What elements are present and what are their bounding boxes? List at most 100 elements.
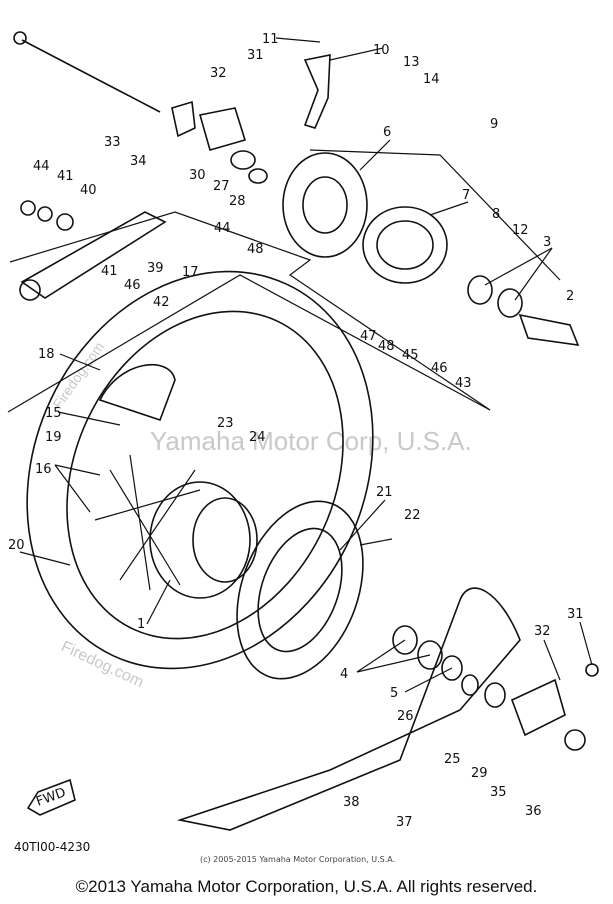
watermark-main: Yamaha Motor Corp, U.S.A.	[150, 426, 472, 456]
inner-tube	[98, 364, 176, 422]
watermark-site-bottom: Firedog.com	[58, 638, 146, 691]
torque-rod-end	[19, 279, 41, 301]
callout-17: 17	[182, 265, 199, 280]
callout-25: 25	[444, 752, 461, 767]
callout-14: 14	[423, 72, 440, 87]
callout-40: 40	[80, 183, 97, 198]
callout-26: 26	[397, 709, 414, 724]
boundary-line-upper	[9, 211, 491, 411]
washer-41-left	[37, 206, 53, 222]
nut-44-left	[20, 200, 36, 216]
callout-10: 10	[373, 43, 390, 58]
watermark-site: Firedog.com	[49, 339, 107, 412]
torque-rod	[20, 211, 167, 299]
callout-46: 46	[124, 278, 141, 293]
callout-45: 45	[402, 348, 419, 363]
fwd-label: FWD	[34, 785, 68, 809]
callout-6: 6	[383, 125, 391, 140]
callout-15: 15	[45, 406, 62, 421]
callout-3: 3	[543, 235, 551, 250]
bearing-4b	[417, 640, 443, 670]
callout-43: 43	[455, 376, 472, 391]
oil-seal-5	[441, 655, 463, 681]
callout-32-right: 32	[534, 624, 551, 639]
callout-21: 21	[376, 485, 393, 500]
callout-4: 4	[340, 667, 348, 682]
callout-48-lower: 48	[378, 339, 395, 354]
bolt-31-right	[585, 663, 599, 677]
rear-hub-flange	[192, 497, 258, 583]
callout-30: 30	[189, 168, 206, 183]
callout-31: 31	[247, 48, 264, 63]
callout-2: 2	[566, 289, 574, 304]
bearing-4a	[392, 625, 418, 655]
exploded-parts-diagram: Yamaha Motor Corp, U.S.A. Firedog.com Fi…	[7, 31, 599, 831]
rear-tire-inner	[66, 310, 344, 640]
callout-9: 9	[490, 117, 498, 132]
callouts: 1 2 3 4 5 6 7 8 9 10 11 12 13 14 15 16 1…	[8, 32, 584, 830]
boundary-line-lower	[7, 274, 491, 413]
callout-5: 5	[390, 686, 398, 701]
nut-40	[56, 213, 74, 231]
fwd-arrow: FWD	[26, 778, 76, 816]
boundary-line-hub	[309, 149, 561, 281]
rear-sprocket	[236, 500, 364, 680]
axle-head	[13, 31, 27, 45]
callout-11: 11	[262, 32, 279, 47]
callout-27: 27	[213, 179, 230, 194]
adjuster-block-right	[510, 678, 566, 737]
adjuster-block-left	[198, 107, 247, 151]
callout-48: 48	[247, 242, 264, 257]
callout-13: 13	[403, 55, 420, 70]
collar-25	[484, 682, 506, 708]
callout-32: 32	[210, 66, 227, 81]
callout-44: 44	[33, 159, 50, 174]
brake-shoe-plate	[282, 152, 368, 258]
bearing-3a	[467, 275, 493, 305]
callout-41: 41	[57, 169, 74, 184]
callout-38: 38	[343, 795, 360, 810]
callout-28: 28	[229, 194, 246, 209]
axle-nut-36	[564, 729, 586, 751]
callout-20: 20	[8, 538, 25, 553]
chain-puller-left	[171, 100, 196, 138]
callout-39: 39	[147, 261, 164, 276]
axle	[21, 39, 161, 113]
callout-16: 16	[35, 462, 52, 477]
rear-hub	[149, 481, 251, 599]
brake-shoe-inner	[376, 220, 434, 270]
oil-seal-left	[230, 150, 256, 170]
callout-7: 7	[462, 188, 470, 203]
callout-42: 42	[153, 295, 170, 310]
callout-31-right: 31	[567, 607, 584, 622]
callout-1: 1	[137, 617, 145, 632]
callout-22: 22	[404, 508, 421, 523]
callout-41-lower: 41	[101, 264, 118, 279]
callout-23: 23	[217, 416, 234, 431]
callout-36: 36	[525, 804, 542, 819]
rear-sprocket-inner	[257, 527, 343, 653]
callout-18: 18	[38, 347, 55, 362]
brake-shoe	[362, 206, 448, 284]
callout-8: 8	[492, 207, 500, 222]
callout-47: 47	[360, 329, 377, 344]
callout-34: 34	[130, 154, 147, 169]
axle-cap	[248, 168, 268, 184]
callout-33: 33	[104, 135, 121, 150]
catalog-code: 40TI00-4230	[14, 840, 91, 854]
callout-44-mid: 44	[214, 221, 231, 236]
callout-35: 35	[490, 785, 507, 800]
callout-12: 12	[512, 223, 529, 238]
callout-46-lower: 46	[431, 361, 448, 376]
spokes	[94, 454, 201, 591]
drive-chain	[176, 587, 521, 831]
leader-lines	[19, 37, 593, 693]
callout-19: 19	[45, 430, 62, 445]
brake-cam-lever	[303, 54, 331, 129]
callout-24: 24	[249, 430, 266, 445]
bearing-3b	[497, 288, 523, 318]
circlip-26	[461, 674, 479, 696]
callout-37: 37	[396, 815, 413, 830]
callout-29: 29	[471, 766, 488, 781]
collar	[518, 313, 580, 346]
